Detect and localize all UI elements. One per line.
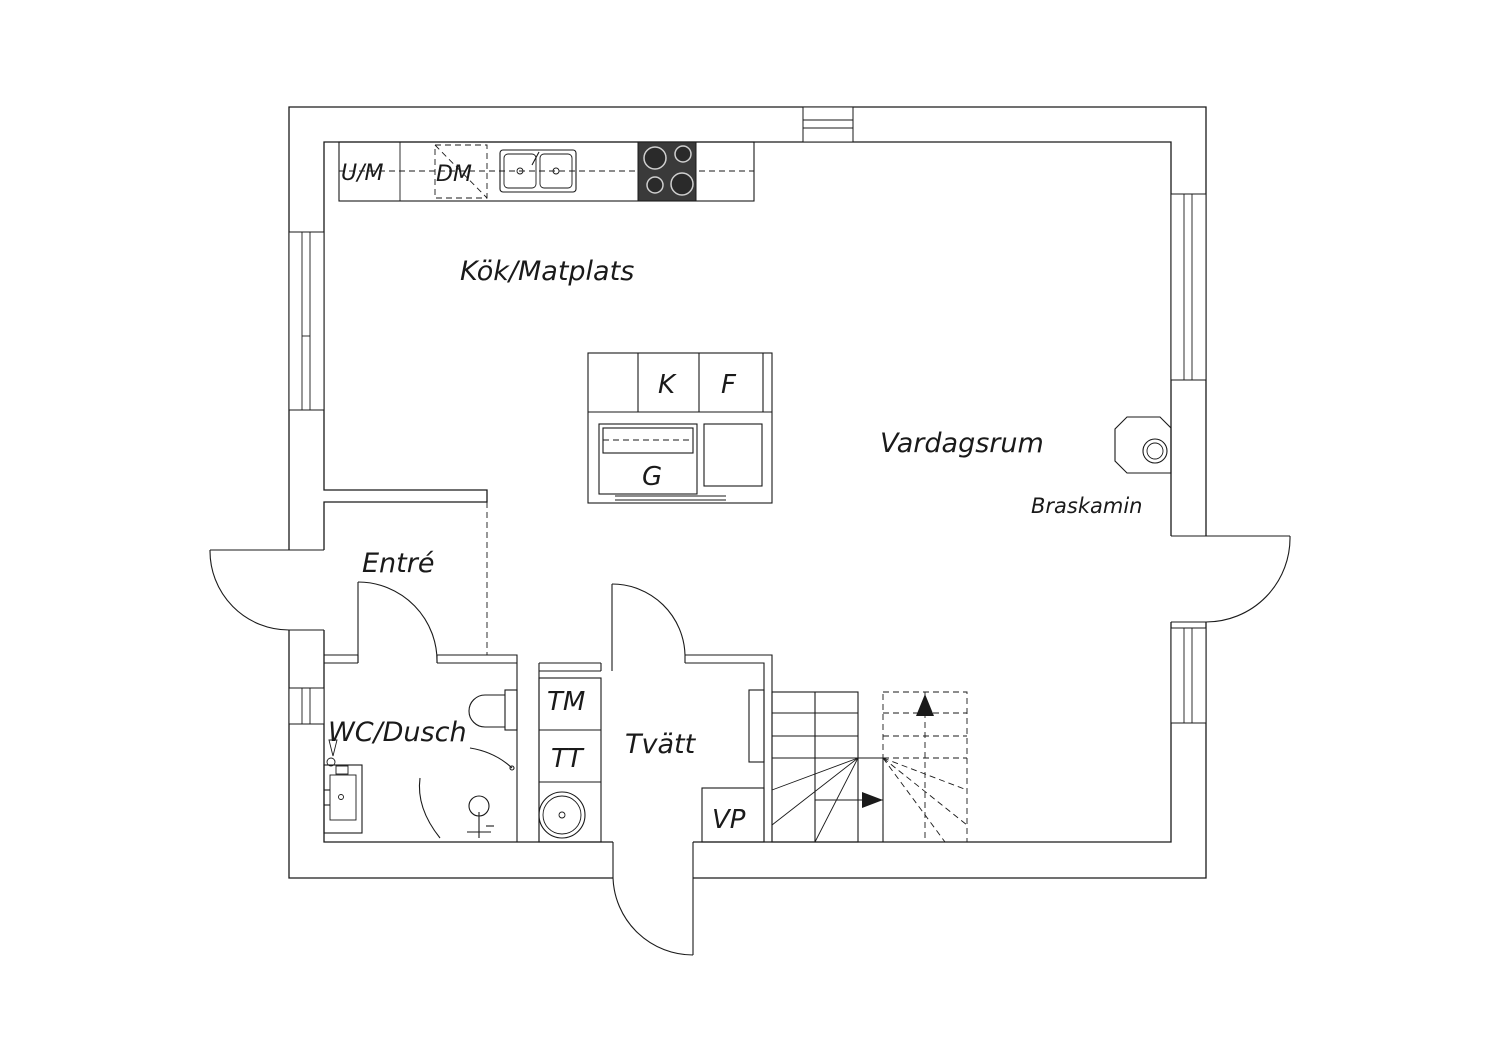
label-tm: TM: [547, 687, 585, 717]
room-label-entry: Entré: [362, 548, 434, 579]
cooktop-icon: [637, 141, 697, 202]
laundry-exterior-door: [612, 877, 694, 956]
exterior-walls: [288, 106, 1207, 879]
window-right-upper: [1170, 193, 1207, 381]
laundry-sink-icon: [538, 791, 586, 839]
label-vp: VP: [712, 805, 746, 835]
window-left-upper: [288, 231, 325, 411]
faucet-icon: [326, 739, 349, 775]
label-tt: TT: [551, 744, 585, 774]
fireplace-icon: [1114, 416, 1172, 474]
washbasin-icon: [323, 764, 363, 834]
label-k: K: [658, 370, 677, 400]
window-top: [802, 106, 854, 143]
label-braskamin: Braskamin: [1031, 494, 1142, 518]
room-label-living: Vardagsrum: [880, 428, 1044, 459]
wall-cabinet: [748, 689, 765, 763]
toilet-icon: [468, 689, 518, 731]
stair-arrow-up-icon: [916, 694, 934, 716]
door-openings: [287, 535, 1208, 880]
shower-icon: [418, 747, 515, 839]
room-label-wc: WC/Dusch: [328, 717, 467, 748]
window-right-lower: [1170, 627, 1207, 724]
terrace-door: [1205, 535, 1291, 623]
kitchen-island: [587, 352, 773, 504]
stair-arrow-right-icon: [862, 792, 883, 808]
window-left-lower: [288, 687, 325, 725]
interior-walls: [324, 502, 773, 842]
label-dm: DM: [436, 162, 472, 187]
label-f: F: [721, 370, 737, 400]
label-um: U/M: [341, 161, 384, 186]
room-label-laundry: Tvätt: [625, 729, 697, 760]
heat-pump: [701, 787, 765, 843]
kitchen-counter: [338, 141, 755, 202]
label-g: G: [642, 462, 662, 492]
staircase: [771, 691, 968, 843]
laundry-units: [538, 677, 602, 843]
room-label-kitchen: Kök/Matplats: [460, 256, 634, 287]
front-door: [209, 549, 290, 631]
sink-icon: [499, 149, 577, 193]
